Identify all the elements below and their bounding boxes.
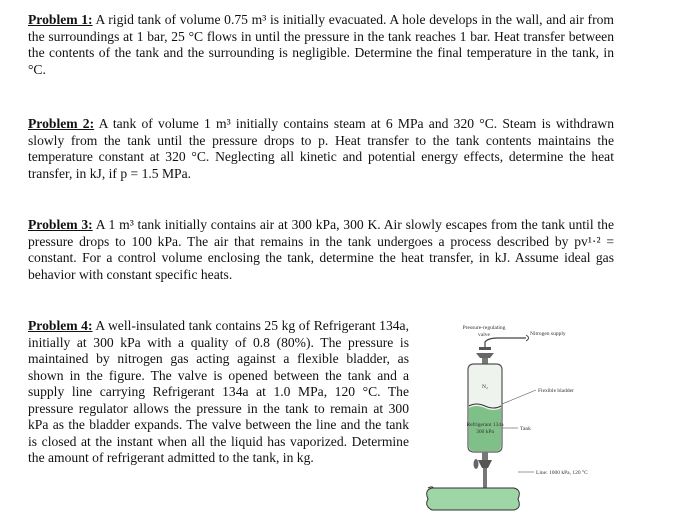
problem-4-label: Problem 4: <box>28 318 93 333</box>
problem-1-text: A rigid tank of volume 0.75 m³ is initia… <box>28 12 614 77</box>
tank-diagram: Pressure-regulating valve Nitrogen suppl… <box>426 325 588 511</box>
n2-label: N₂ <box>482 384 488 390</box>
bladder-label: Flexible bladder <box>538 388 574 394</box>
pressure-regulating-valve <box>476 347 494 366</box>
problem-3-text: A 1 m³ tank initially contains air at 30… <box>28 217 614 282</box>
problem-4-text: A well-insulated tank contains 25 kg of … <box>28 318 409 465</box>
tank-label: Tank <box>520 426 531 432</box>
supply-valve <box>473 452 492 488</box>
supply-line <box>426 486 520 511</box>
problem-2-text: A tank of volume 1 m³ initially contains… <box>28 116 614 181</box>
problem-1-label: Problem 1: <box>28 12 93 27</box>
regulator-label-2: valve <box>478 332 490 338</box>
nitrogen-supply-label: Nitrogen supply <box>530 331 566 337</box>
bladder-leader <box>501 389 537 405</box>
refrigerant-label-2: 300 kPa <box>476 429 494 435</box>
problem-1: Problem 1: A rigid tank of volume 0.75 m… <box>28 12 614 78</box>
line-label: Line: 1000 kPa, 120 °C <box>536 469 588 476</box>
nitrogen-supply-pipe <box>484 334 529 348</box>
problem-3-label: Problem 3: <box>28 217 93 232</box>
refrigerant-label-1: Refrigerant 134a <box>466 421 504 428</box>
problem-4: Problem 4: A well-insulated tank contain… <box>28 318 409 467</box>
problem-2: Problem 2: A tank of volume 1 m³ initial… <box>28 116 614 182</box>
problem-3: Problem 3: A 1 m³ tank initially contain… <box>28 217 614 283</box>
flexible-bladder <box>468 403 502 409</box>
regulator-label-1: Pressure-regulating <box>463 325 506 331</box>
tank-figure: Pressure-regulating valve Nitrogen suppl… <box>418 318 618 518</box>
refrigerant-region <box>469 406 501 451</box>
problem-2-label: Problem 2: <box>28 116 95 131</box>
